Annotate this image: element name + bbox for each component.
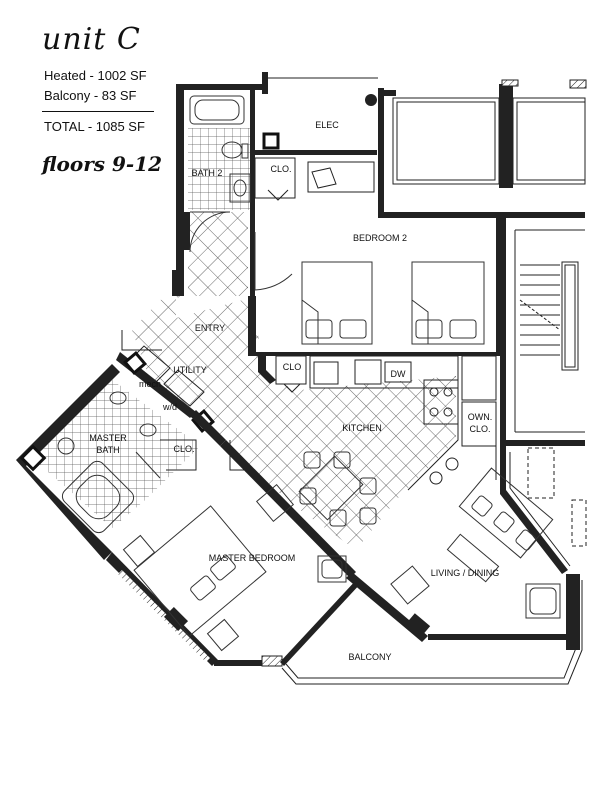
heated-area: Heated - 1002 SF <box>44 68 147 83</box>
unit-title: unit C <box>42 22 141 57</box>
tile-floors <box>30 128 456 550</box>
balcony-outline <box>281 580 583 685</box>
header-divider <box>42 111 154 112</box>
label-utility: UTILITY <box>173 365 207 375</box>
label-clo-master: CLO. <box>173 444 194 454</box>
balcony-area: Balcony - 83 SF <box>44 88 137 103</box>
label-kitchen: KITCHEN <box>342 423 382 433</box>
label-master-bath-1: MASTER <box>89 433 127 443</box>
building-core <box>378 79 587 547</box>
exterior-walls <box>16 72 580 667</box>
label-entry: ENTRY <box>195 323 225 333</box>
label-master-bedroom: MASTER BEDROOM <box>209 553 296 563</box>
label-bedroom-2: BEDROOM 2 <box>353 233 407 243</box>
label-elec: ELEC <box>315 120 339 130</box>
label-own-clo-1: OWN. <box>468 412 493 422</box>
room-labels: ELEC BATH 2 CLO. BEDROOM 2 ENTRY UTILITY… <box>89 120 499 662</box>
label-living-dining: LIVING / DINING <box>431 568 500 578</box>
label-clo-bedroom2: CLO. <box>270 164 291 174</box>
label-own-clo-2: CLO. <box>469 424 490 434</box>
fixtures-and-furniture <box>57 95 561 652</box>
label-balcony: BALCONY <box>348 652 391 662</box>
label-dishwasher: DW <box>391 369 406 379</box>
label-bath-2: BATH 2 <box>192 168 223 178</box>
label-clo-kitchen: CLO <box>283 362 302 372</box>
total-area: TOTAL - 1085 SF <box>44 119 145 134</box>
stair <box>519 261 579 371</box>
label-washer-dryer: w/d <box>162 402 177 412</box>
label-mech: mech <box>139 379 161 389</box>
floors-label: floors 9-12 <box>42 152 163 176</box>
label-master-bath-2: BATH <box>96 445 119 455</box>
